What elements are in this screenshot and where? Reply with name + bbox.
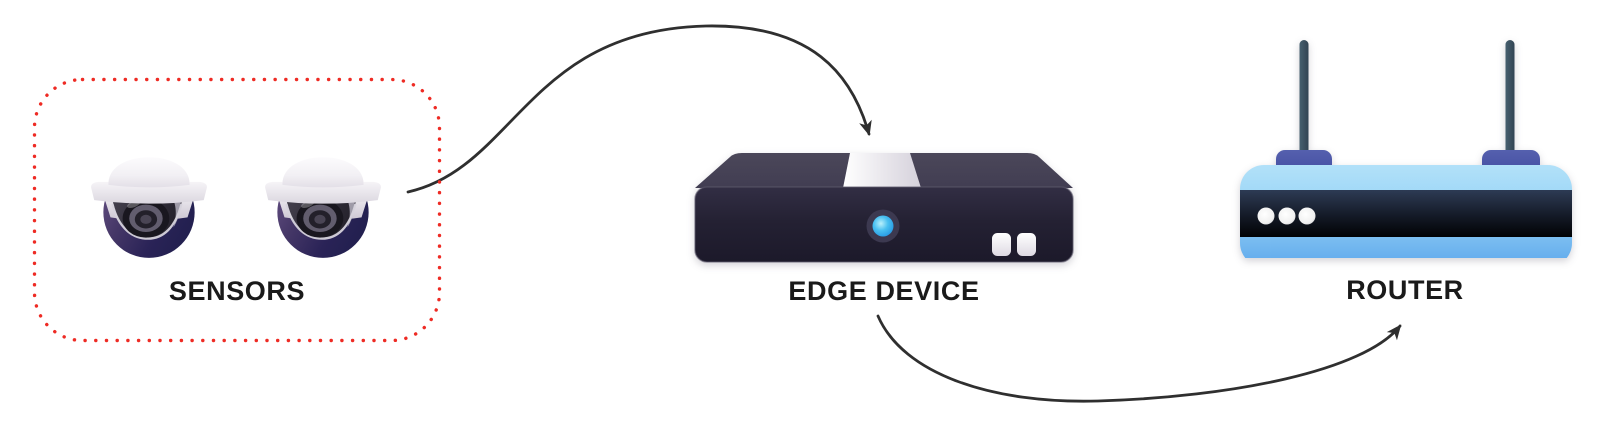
- usb-port: [992, 233, 1011, 256]
- antenna: [1299, 40, 1309, 170]
- router-led: [1298, 207, 1316, 225]
- sensors-label: SENSORS: [168, 276, 306, 306]
- router-led: [1257, 207, 1275, 225]
- router-led: [1278, 207, 1296, 225]
- wifi-router-icon: [1240, 40, 1572, 258]
- arrow-edge-device-to-router: [876, 314, 1402, 403]
- usb-port: [1017, 233, 1036, 256]
- router-label: ROUTER: [1346, 275, 1464, 305]
- antenna: [1505, 40, 1515, 170]
- dome-camera-icon: [89, 156, 209, 259]
- dome-camera-icon: [263, 156, 383, 259]
- edge-device-label: EDGE DEVICE: [788, 276, 980, 306]
- edge-device-icon: [694, 153, 1074, 263]
- sensors-boundary-box: [32, 77, 442, 343]
- status-led: [872, 215, 894, 237]
